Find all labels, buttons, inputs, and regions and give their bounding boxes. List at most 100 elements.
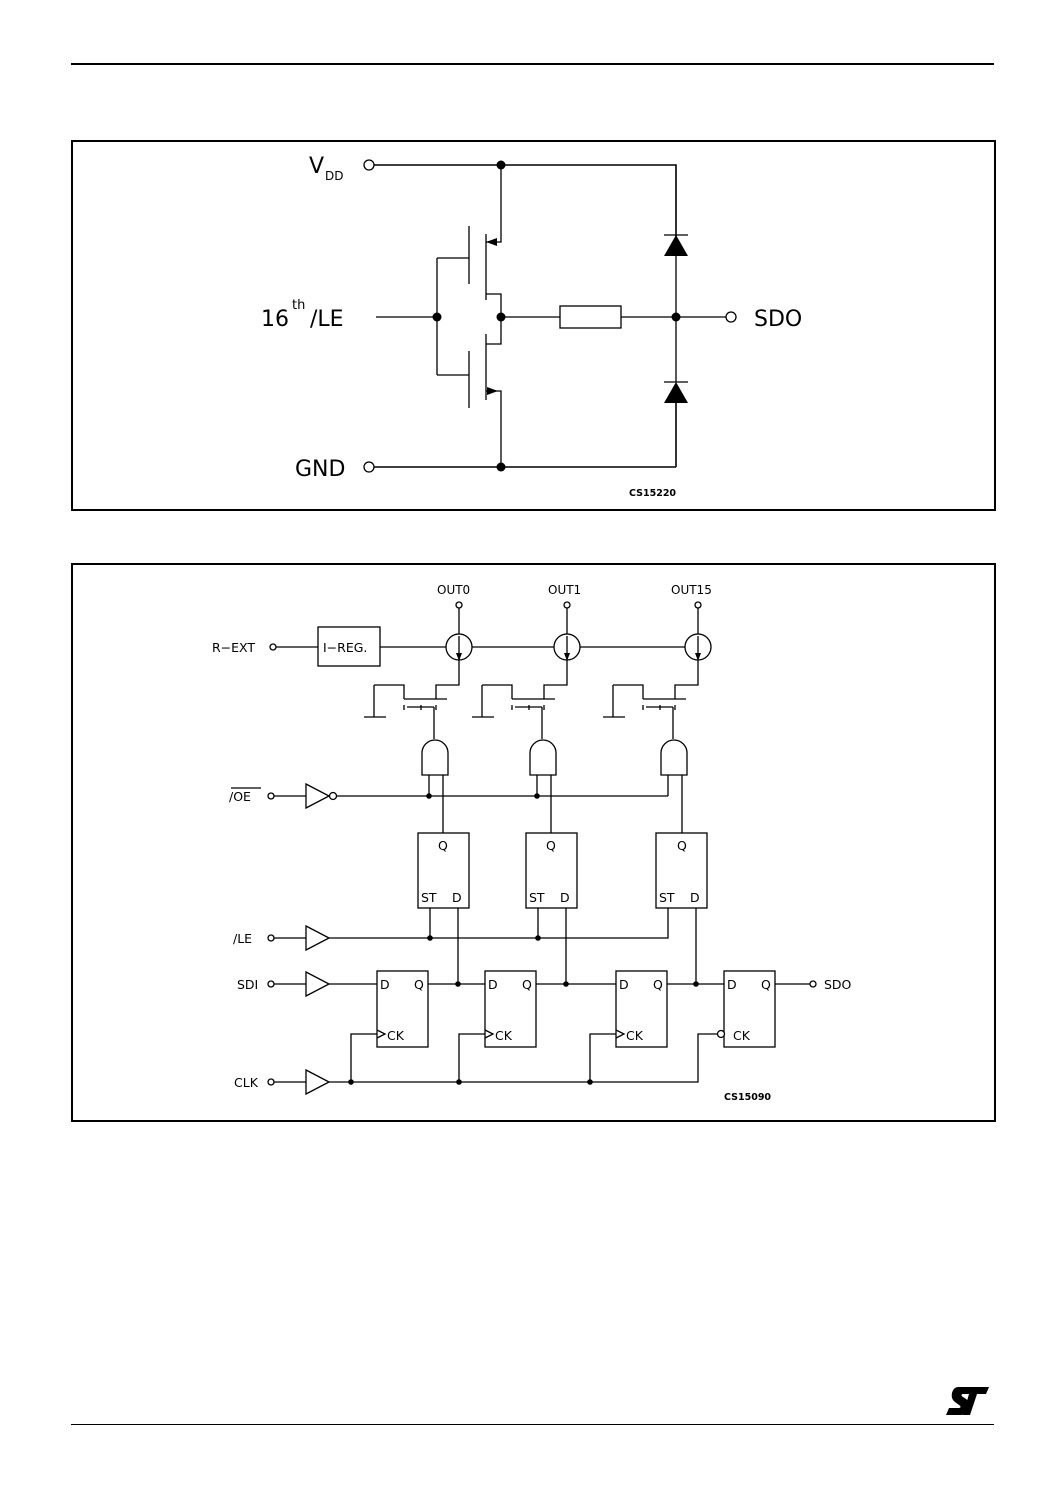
chain-wire-2 bbox=[667, 908, 724, 984]
out1-pin bbox=[564, 602, 570, 608]
oe-pin bbox=[268, 793, 274, 799]
out0-pin bbox=[456, 602, 462, 608]
svg-text:ST: ST bbox=[529, 890, 545, 905]
le-pin bbox=[268, 935, 274, 941]
block-diagram: OUT0 OUT1 OUT15 R−EXT I−REG. bbox=[71, 563, 996, 1122]
svg-text:D: D bbox=[619, 977, 629, 992]
chain-junction-0 bbox=[455, 981, 461, 987]
le-buffer bbox=[306, 926, 329, 950]
chain-wire-1 bbox=[536, 908, 616, 984]
vdd-label: V bbox=[309, 154, 324, 179]
svg-text:Q: Q bbox=[546, 838, 556, 853]
gnd-terminal bbox=[364, 462, 374, 472]
chain-junction-1 bbox=[563, 981, 569, 987]
output-transistor-15 bbox=[603, 660, 698, 739]
oe-label: /OE bbox=[229, 789, 251, 804]
block-diagram-svg: OUT0 OUT1 OUT15 R−EXT I−REG. bbox=[73, 565, 994, 1120]
svg-text:D: D bbox=[488, 977, 498, 992]
svg-text:D: D bbox=[690, 890, 700, 905]
flipflop-1: D Q CK bbox=[485, 971, 536, 1047]
out15-label: OUT15 bbox=[671, 583, 712, 597]
oe-junction-1 bbox=[534, 793, 540, 799]
clk-label: CLK bbox=[234, 1075, 259, 1090]
current-source-1 bbox=[554, 634, 580, 661]
svg-text:CK: CK bbox=[626, 1028, 644, 1043]
gate-net bbox=[376, 258, 469, 375]
sdo-label: SDO bbox=[754, 307, 802, 332]
svg-text:Q: Q bbox=[438, 838, 448, 853]
le-junction-1 bbox=[535, 935, 541, 941]
svg-text:D: D bbox=[560, 890, 570, 905]
out0-label: OUT0 bbox=[437, 583, 470, 597]
svg-text:CK: CK bbox=[495, 1028, 513, 1043]
chain-wire-0 bbox=[428, 908, 485, 984]
oe-junction-0 bbox=[426, 793, 432, 799]
vdd-terminal bbox=[364, 160, 374, 170]
clk-junction-2 bbox=[587, 1079, 593, 1085]
le-bus bbox=[329, 908, 668, 938]
clk-junction-1 bbox=[456, 1079, 462, 1085]
nmos-arrow bbox=[487, 387, 498, 395]
svg-text:Q: Q bbox=[761, 977, 771, 992]
ireg-label: I−REG. bbox=[323, 640, 367, 655]
svg-text:Q: Q bbox=[414, 977, 424, 992]
input-label-le: /LE bbox=[310, 307, 344, 332]
chain-junction-2 bbox=[693, 981, 699, 987]
upper-diode bbox=[664, 235, 688, 256]
out-pin-wires bbox=[459, 608, 698, 634]
clk-pin bbox=[268, 1079, 274, 1085]
clk-buffer bbox=[306, 1070, 329, 1094]
footer-rule bbox=[71, 1424, 994, 1425]
pmos-source bbox=[486, 165, 501, 242]
gnd-junction bbox=[497, 463, 506, 472]
latch-15: Q ST D bbox=[656, 833, 707, 908]
lower-diode bbox=[664, 382, 688, 403]
le-label: /LE bbox=[233, 931, 252, 946]
flipflop-3: D Q CK bbox=[718, 971, 776, 1047]
svg-text:Q: Q bbox=[522, 977, 532, 992]
output-transistor-1 bbox=[472, 660, 567, 739]
sdo-output-equivalent-circuit: V DD 16 th /LE SDO GND CS15220 bbox=[71, 140, 996, 511]
svg-text:Q: Q bbox=[677, 838, 687, 853]
and-gate-0 bbox=[422, 740, 448, 833]
gnd-label: GND bbox=[295, 457, 345, 482]
st-logo-icon bbox=[944, 1386, 990, 1416]
out15-pin bbox=[695, 602, 701, 608]
svg-text:D: D bbox=[452, 890, 462, 905]
latch-1: Q ST D bbox=[526, 833, 577, 908]
sdi-buffer bbox=[306, 972, 329, 996]
svg-text:Q: Q bbox=[653, 977, 663, 992]
gate-junction bbox=[433, 313, 442, 322]
svg-text:CK: CK bbox=[733, 1028, 751, 1043]
oe-inverter bbox=[306, 784, 329, 808]
pmos-drain bbox=[486, 234, 501, 317]
svg-text:CK: CK bbox=[387, 1028, 405, 1043]
vdd-subscript: DD bbox=[325, 169, 343, 183]
sdi-pin bbox=[268, 981, 274, 987]
flipflop-0: D Q CK bbox=[377, 971, 428, 1047]
sdo-circuit-svg: V DD 16 th /LE SDO GND CS15220 bbox=[73, 142, 994, 509]
sdo-label-fig2: SDO bbox=[824, 977, 852, 992]
sdo-pin bbox=[810, 981, 816, 987]
input-label-sup: th bbox=[292, 298, 305, 313]
svg-text:ST: ST bbox=[421, 890, 437, 905]
out1-label: OUT1 bbox=[548, 583, 581, 597]
figure1-code: CS15220 bbox=[629, 488, 676, 499]
le-junction-0 bbox=[427, 935, 433, 941]
rext-pin bbox=[270, 644, 276, 650]
svg-text:D: D bbox=[727, 977, 737, 992]
rext-label: R−EXT bbox=[212, 640, 255, 655]
clk-junction-0 bbox=[348, 1079, 354, 1085]
sdo-terminal bbox=[726, 312, 736, 322]
figure2-code: CS15090 bbox=[724, 1092, 771, 1103]
drain-junction bbox=[497, 313, 506, 322]
svg-text:D: D bbox=[380, 977, 390, 992]
svg-text:ST: ST bbox=[659, 890, 675, 905]
and-gate-1 bbox=[530, 740, 556, 833]
input-label-16: 16 bbox=[261, 307, 289, 332]
output-transistor-0 bbox=[364, 660, 459, 739]
pmos-arrow bbox=[486, 238, 497, 246]
vdd-rail bbox=[374, 165, 676, 237]
current-source-0 bbox=[446, 634, 472, 661]
latch-0: Q ST D bbox=[418, 833, 469, 908]
